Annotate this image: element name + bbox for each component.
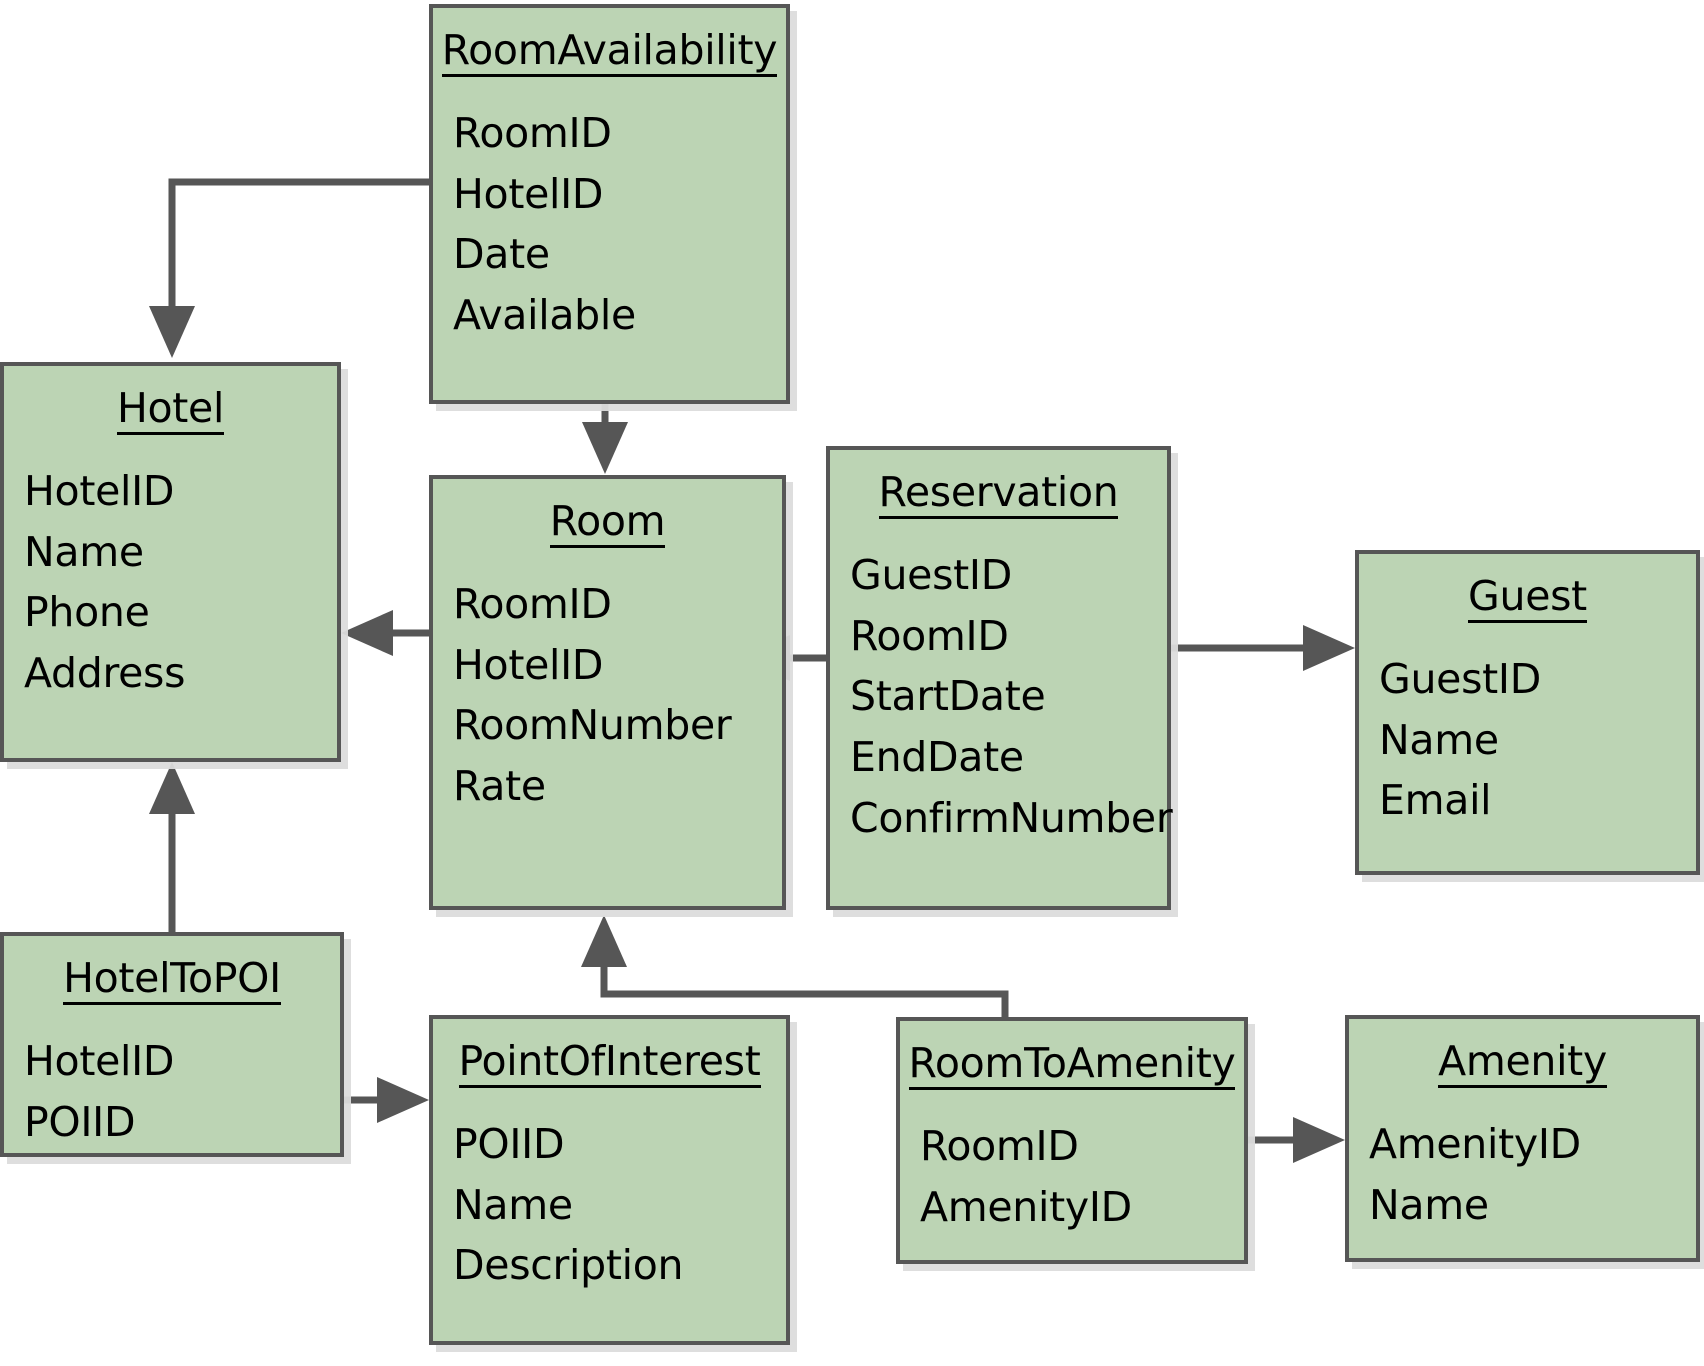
entity-field: Email [1379, 776, 1492, 825]
entity-hotel[interactable]: Hotel HotelID Name Phone Address [0, 362, 341, 762]
entity-title: PointOfInterest [433, 1019, 786, 1092]
entity-field: Name [453, 1180, 573, 1229]
entity-field: POIID [24, 1097, 136, 1146]
edge-roomavailability-to-room [582, 404, 628, 474]
entity-title: Amenity [1349, 1019, 1696, 1092]
entity-field: Description [453, 1241, 684, 1290]
entity-title: Guest [1359, 554, 1696, 627]
entity-pointofinterest[interactable]: PointOfInterest POIID Name Description [429, 1015, 790, 1345]
entity-field: HotelID [453, 169, 604, 218]
entity-title: HotelToPOI [4, 936, 340, 1009]
edge-hoteltopoi-to-hotel [149, 762, 195, 932]
entity-field: RoomID [453, 580, 612, 628]
entity-field: Name [1379, 715, 1499, 764]
entity-roomavailability[interactable]: RoomAvailability RoomID HotelID Date Ava… [429, 4, 790, 404]
edge-roomavailability-to-hotel [149, 178, 429, 358]
entity-field: RoomNumber [453, 701, 732, 750]
entity-field-list: HotelID POIID [4, 1009, 340, 1152]
entity-field: POIID [453, 1120, 565, 1168]
entity-field: Rate [453, 762, 546, 811]
entity-title: RoomToAmenity [900, 1021, 1244, 1094]
entity-field: RoomID [453, 109, 612, 157]
entity-guest[interactable]: Guest GuestID Name Email [1355, 550, 1700, 875]
entity-field: HotelID [24, 467, 175, 515]
entity-field-list: AmenityID Name [1349, 1092, 1696, 1235]
entity-roomtoamenity[interactable]: RoomToAmenity RoomID AmenityID [896, 1017, 1248, 1264]
entity-field-list: GuestID Name Email [1359, 627, 1696, 831]
entity-field-list: RoomID AmenityID [900, 1094, 1244, 1237]
entity-field: Available [453, 291, 636, 340]
entity-field-list: HotelID Name Phone Address [4, 439, 337, 704]
entity-field: EndDate [850, 733, 1024, 782]
entity-reservation[interactable]: Reservation GuestID RoomID StartDate End… [826, 446, 1173, 910]
entity-field-list: POIID Name Description [433, 1092, 786, 1296]
edge-roomtoamenity-to-room [581, 915, 1009, 1017]
entity-field: HotelID [24, 1037, 175, 1085]
entity-field: Phone [24, 588, 150, 637]
entity-title: RoomAvailability [433, 8, 786, 81]
entity-field: HotelID [453, 640, 604, 689]
entity-title: Hotel [4, 366, 337, 439]
entity-title: Room [433, 479, 782, 552]
entity-room[interactable]: Room RoomID HotelID RoomNumber Rate [429, 475, 786, 910]
entity-field: Address [24, 649, 186, 698]
entity-field: RoomID [850, 611, 1009, 660]
entity-field: StartDate [850, 672, 1046, 721]
entity-field: Date [453, 230, 550, 279]
entity-field: AmenityID [920, 1182, 1132, 1231]
entity-field: Name [1369, 1180, 1489, 1229]
entity-field-list: GuestID RoomID StartDate EndDate Confirm… [830, 523, 1173, 848]
entity-field: RoomID [920, 1122, 1079, 1170]
entity-field: GuestID [1379, 655, 1541, 703]
edge-room-to-hotel [341, 610, 429, 656]
entity-field: ConfirmNumber [850, 793, 1173, 842]
entity-field: AmenityID [1369, 1120, 1581, 1168]
entity-field: Name [24, 527, 144, 576]
entity-field-list: RoomID HotelID RoomNumber Rate [433, 552, 782, 817]
entity-hoteltopoi[interactable]: HotelToPOI HotelID POIID [0, 932, 344, 1157]
entity-amenity[interactable]: Amenity AmenityID Name [1345, 1015, 1700, 1262]
entity-title: Reservation [830, 450, 1167, 523]
entity-field-list: RoomID HotelID Date Available [433, 81, 786, 346]
edge-reservation-to-guest [1171, 625, 1355, 671]
entity-field: GuestID [850, 551, 1012, 599]
edge-roomtoamenity-to-amenity [1248, 1117, 1345, 1163]
edge-hoteltopoi-to-pointofinterest [344, 1077, 429, 1123]
